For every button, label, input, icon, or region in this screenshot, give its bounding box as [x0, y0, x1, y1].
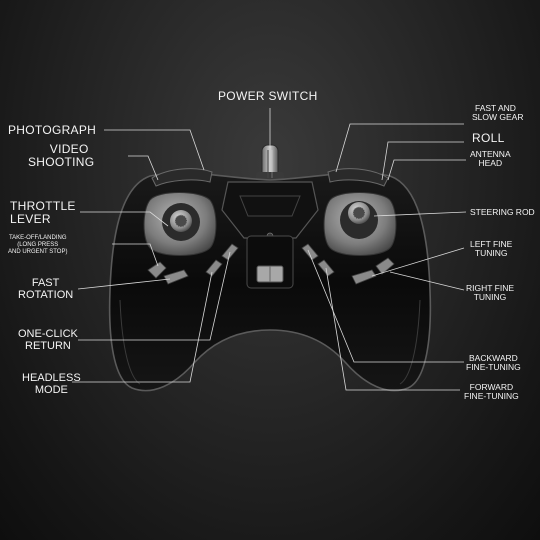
label-power-switch: POWER SWITCH: [218, 89, 318, 103]
label-right-fine-tuning-line1: RIGHT FINE: [466, 283, 515, 293]
label-fast-slow-gear: FAST AND SLOW GEAR: [472, 104, 523, 122]
label-roll: ROLL: [472, 131, 505, 145]
label-photograph: PHOTOGRAPH: [8, 123, 97, 137]
label-fast-slow-gear-line1: FAST AND: [475, 103, 516, 113]
label-throttle-lever: THROTTLE LEVER: [10, 200, 76, 225]
label-one-click-return: ONE-CLICK RETURN: [18, 328, 78, 352]
label-right-fine-tuning: RIGHT FINE TUNING: [466, 284, 514, 302]
label-backward-fine-tuning-line2: FINE-TUNING: [466, 361, 521, 372]
label-left-fine-tuning-line1: LEFT FINE: [470, 239, 513, 249]
label-right-fine-tuning-line2: TUNING: [473, 291, 507, 302]
label-throttle-lever-line1: THROTTLE: [10, 199, 76, 213]
label-one-click-return-line1: ONE-CLICK: [18, 328, 78, 340]
label-fast-slow-gear-line2: SLOW GEAR: [472, 111, 524, 122]
throttle-gimbal: [143, 192, 217, 256]
label-steering-rod: STEERING ROD: [470, 207, 535, 217]
label-backward-fine-tuning: BACKWARD FINE-TUNING: [466, 354, 521, 372]
label-takeoff-landing: TAKE-OFF/LANDING (LONG PRESS AND URGENT …: [8, 235, 67, 256]
label-headless-mode: HEADLESS MODE: [22, 372, 81, 396]
steering-gimbal: [323, 192, 397, 256]
right-trim-button[interactable]: [375, 257, 395, 275]
label-video-shooting: VIDEO SHOOTING: [28, 143, 94, 168]
antenna: [256, 144, 284, 184]
leader-lines: [72, 108, 467, 391]
label-antenna-head: ANTENNA HEAD: [470, 150, 511, 168]
label-fast-rotation: FAST ROTATION: [18, 277, 74, 301]
label-takeoff-landing-line2: (LONG PRESS: [17, 241, 59, 248]
label-takeoff-landing-line1: TAKE-OFF/LANDING: [8, 235, 67, 241]
label-headless-mode-line2: MODE: [34, 383, 68, 396]
label-forward-fine-tuning-line2: FINE-TUNING: [464, 390, 519, 401]
label-one-click-return-line2: RETURN: [25, 339, 71, 352]
label-takeoff-landing-line3: AND URGENT STOP): [8, 248, 68, 255]
photograph-button[interactable]: [151, 168, 213, 187]
fast-rotation-button[interactable]: [163, 269, 189, 285]
label-video-shooting-line1: VIDEO: [49, 142, 89, 156]
label-throttle-lever-line2: LEVER: [10, 211, 51, 226]
label-fast-rotation-line1: FAST: [31, 277, 60, 289]
label-fast-rotation-line2: ROTATION: [18, 288, 74, 301]
fast-slow-gear-button[interactable]: [327, 168, 389, 187]
headless-mode-button[interactable]: [205, 259, 223, 277]
label-video-shooting-line2: SHOOTING: [28, 154, 95, 169]
backward-trim-button[interactable]: [301, 243, 319, 261]
label-headless-mode-line1: HEADLESS: [22, 372, 81, 384]
label-forward-fine-tuning: FORWARD FINE-TUNING: [464, 383, 519, 401]
left-trim-button[interactable]: [351, 269, 377, 285]
label-forward-fine-tuning-line1: FORWARD: [469, 382, 514, 392]
takeoff-landing-button[interactable]: [147, 261, 167, 279]
label-antenna-head-line1: ANTENNA: [470, 149, 511, 159]
label-antenna-head-line2: HEAD: [478, 157, 503, 168]
label-left-fine-tuning-line2: TUNING: [474, 247, 508, 258]
label-left-fine-tuning: LEFT FINE TUNING: [470, 240, 512, 258]
label-backward-fine-tuning-line1: BACKWARD: [468, 353, 518, 363]
